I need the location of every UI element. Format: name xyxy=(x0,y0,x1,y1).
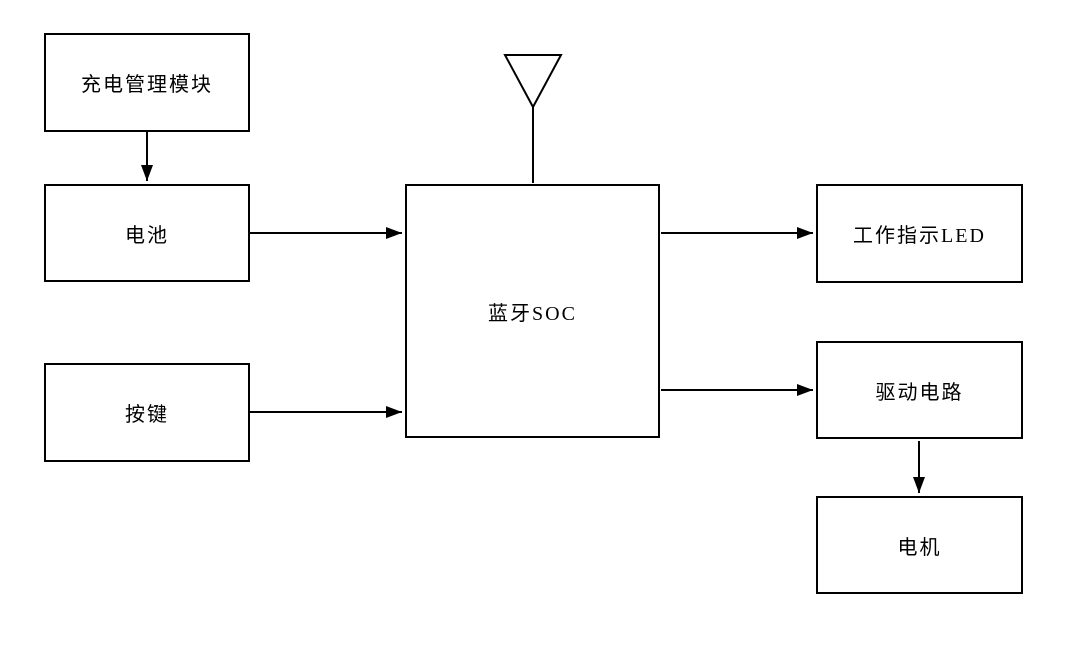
node-bluetooth-soc: 蓝牙SOC xyxy=(405,184,660,438)
node-charging-management-label: 充电管理模块 xyxy=(81,74,213,96)
node-driver-circuit-label: 驱动电路 xyxy=(875,381,964,404)
node-indicator-led-label: 工作指示LED xyxy=(853,225,986,247)
antenna-icon xyxy=(503,54,563,183)
node-motor-label: 电机 xyxy=(897,536,942,559)
node-charging-management: 充电管理模块 xyxy=(44,33,250,132)
node-battery: 电池 xyxy=(44,184,250,282)
node-button: 按键 xyxy=(44,363,250,462)
node-bluetooth-soc-label: 蓝牙SOC xyxy=(488,302,577,325)
node-motor: 电机 xyxy=(816,496,1023,594)
node-battery-label: 电池 xyxy=(125,224,169,247)
node-button-label: 按键 xyxy=(125,404,169,426)
node-driver-circuit: 驱动电路 xyxy=(816,341,1023,439)
node-indicator-led: 工作指示LED xyxy=(816,184,1023,283)
